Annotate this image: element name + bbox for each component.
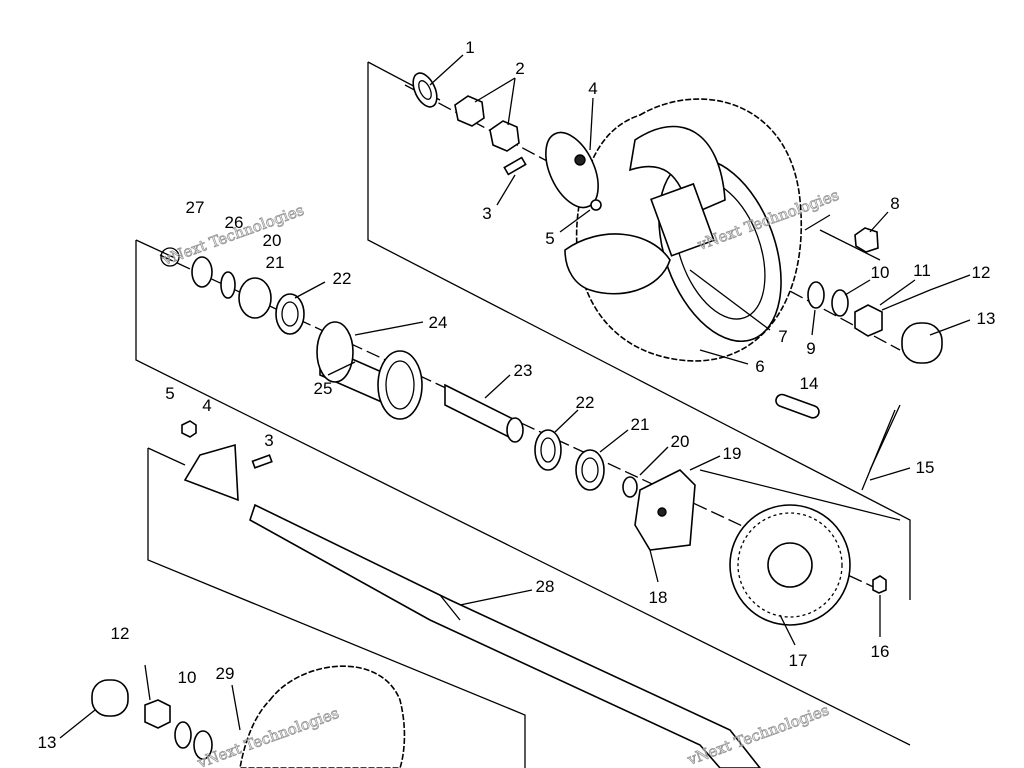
callout: 4 [202, 396, 211, 415]
callout: 25 [314, 379, 333, 398]
callout: 7 [778, 327, 787, 346]
callout: 16 [871, 642, 890, 661]
chain-link [775, 393, 820, 419]
callout: 11 [913, 261, 931, 280]
callout: 2 [515, 59, 524, 78]
carrier-parts [160, 247, 901, 626]
callout: 6 [755, 357, 764, 376]
callout: 1 [465, 38, 474, 57]
callout: 15 [916, 458, 935, 477]
callout: 22 [333, 269, 352, 288]
callout: 28 [536, 577, 555, 596]
callout: 24 [429, 313, 448, 332]
callout: 5 [165, 384, 174, 403]
callout: 23 [514, 361, 533, 380]
callout: 22 [576, 393, 595, 412]
callout: 12 [972, 263, 991, 282]
callout: 8 [890, 194, 899, 213]
callout: 20 [671, 432, 690, 451]
callout: 29 [216, 664, 235, 683]
callout: 13 [977, 309, 996, 328]
callout: 13 [38, 733, 57, 752]
callout: 3 [482, 204, 491, 223]
callout: 4 [588, 79, 597, 98]
callout: 9 [806, 339, 815, 358]
callout: 18 [649, 588, 668, 607]
callout: 21 [631, 415, 650, 434]
callout: 19 [723, 444, 742, 463]
callout: 14 [800, 374, 819, 393]
callout: 26 [225, 213, 244, 232]
callout: 27 [186, 198, 205, 217]
axle [181, 420, 762, 768]
callout: 10 [871, 263, 890, 282]
callout: 3 [264, 431, 273, 450]
boundary-lines [135, 61, 911, 768]
callout: 17 [789, 651, 808, 670]
callout-labels: 1 2 4 3 5 8 27 26 20 21 22 24 10 11 12 1… [38, 38, 996, 752]
callout: 5 [545, 229, 554, 248]
tire-upper [564, 98, 802, 362]
callout: 21 [266, 253, 285, 272]
callout: 20 [263, 231, 282, 250]
leader-lines [59, 54, 971, 739]
callout: 10 [178, 668, 197, 687]
callout: 12 [111, 624, 130, 643]
lower-wheel [91, 664, 406, 768]
upper-hardware [412, 72, 943, 419]
